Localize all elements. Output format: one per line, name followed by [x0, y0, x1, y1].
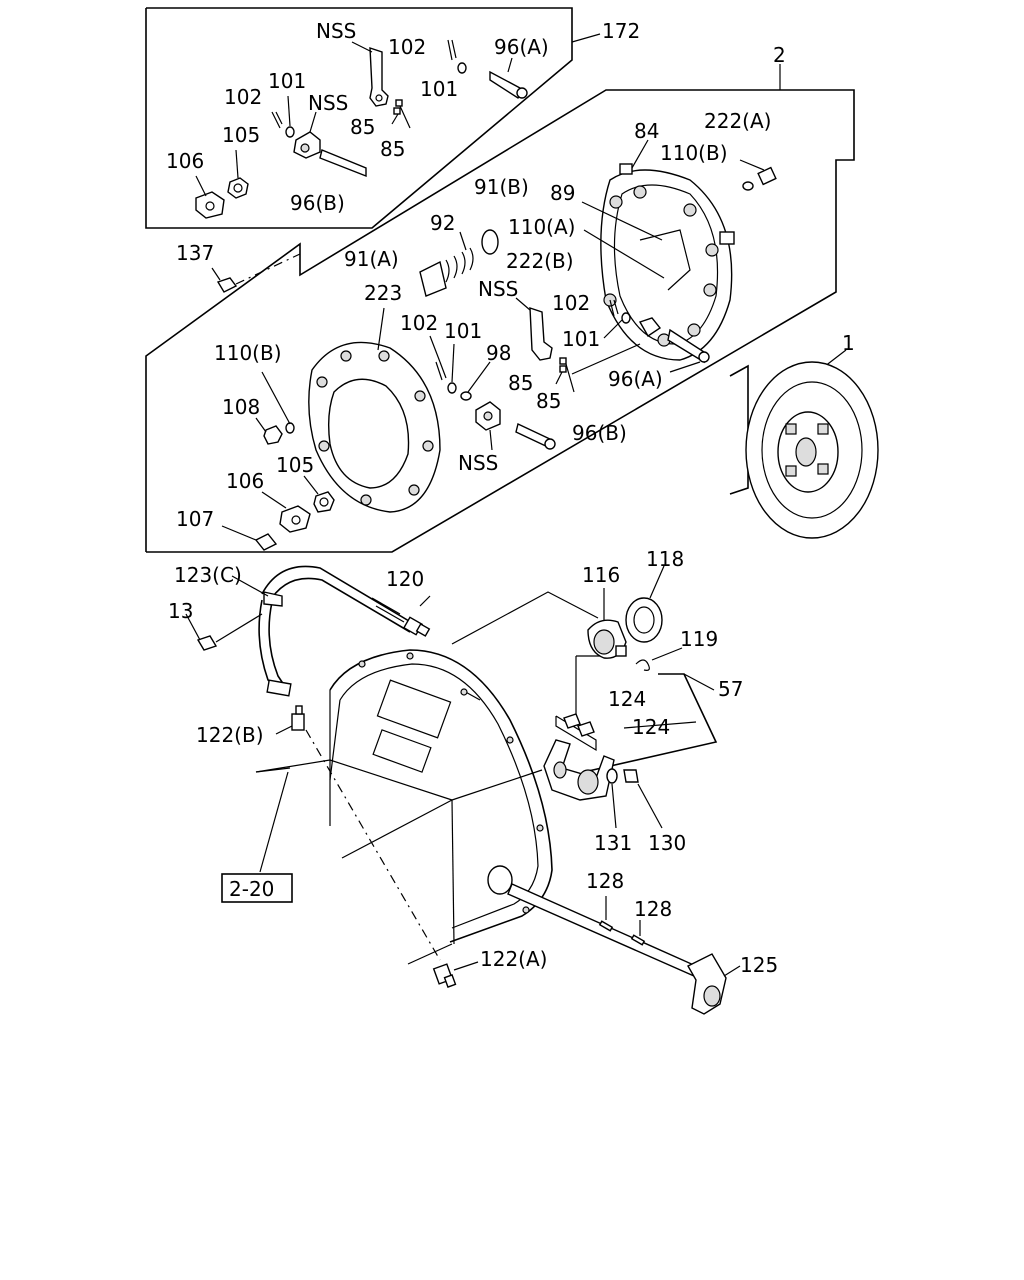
label-102-c: 102 [400, 311, 438, 335]
flywheel-223-illustration [308, 307, 441, 513]
label-118: 118 [646, 547, 684, 571]
pin-96a-top-illustration [489, 57, 528, 99]
bolt-130-washer-131-illustration [606, 768, 663, 829]
ref-box-2-20 [221, 873, 293, 903]
label-106-b: 106 [226, 469, 264, 493]
label-122a: 122(A) [480, 947, 547, 971]
label-91a: 91(A) [344, 247, 399, 271]
label-98: 98 [486, 341, 511, 365]
label-96a-b: 96(A) [608, 367, 663, 391]
keys-128-illustration [598, 896, 646, 946]
release-lever-top-illustration [351, 41, 389, 107]
label-137: 137 [176, 241, 214, 265]
label-85-c: 85 [508, 371, 533, 395]
eyebolt-top-illustration [293, 111, 367, 178]
spring-92-illustration [419, 229, 499, 297]
label-108: 108 [222, 395, 260, 419]
label-125: 125 [740, 953, 778, 977]
small-parts-top-illustration [271, 39, 467, 138]
group-57-frame [583, 673, 718, 773]
label-1: 1 [842, 331, 855, 355]
release-shaft-125-illustration [507, 883, 741, 1015]
label-105-b: 105 [276, 453, 314, 477]
clutch-housing-illustration [255, 649, 553, 965]
release-bearing-116-illustration [451, 588, 627, 659]
seat-106-top-illustration [195, 175, 225, 219]
clutch-disc-illustration [745, 361, 879, 539]
label-128-b: 128 [634, 897, 672, 921]
label-124-a: 124 [608, 687, 646, 711]
label-96b-b: 96(B) [572, 421, 627, 445]
label-119: 119 [680, 627, 718, 651]
label-101-c: 101 [444, 319, 482, 343]
label-102-a: 102 [388, 35, 426, 59]
label-96a-a: 96(A) [494, 35, 549, 59]
label-124-b: 124 [632, 715, 670, 739]
label-222a: 222(A) [704, 109, 771, 133]
label-110b-a: 110(B) [660, 141, 728, 165]
label-85-b: 85 [380, 137, 405, 161]
label-ref-2-20: 2-20 [229, 877, 274, 901]
label-122b: 122(B) [196, 723, 264, 747]
label-96b-a: 96(B) [290, 191, 345, 215]
spring-119-illustration [635, 647, 683, 671]
label-107: 107 [176, 507, 214, 531]
label-92: 92 [430, 211, 455, 235]
bearing-118-illustration [625, 565, 665, 643]
hose-120-illustration [231, 565, 431, 697]
label-110a: 110(A) [508, 215, 575, 239]
bleeder-122a-illustration [432, 961, 479, 988]
label-105-a: 105 [222, 123, 260, 147]
label-101-d: 101 [562, 327, 600, 351]
bolt-137-illustration [211, 253, 301, 293]
group-2-frame [145, 64, 855, 553]
lever-right-illustration [571, 299, 710, 375]
bleeder-122b-illustration [275, 705, 305, 735]
label-110b-b: 110(B) [214, 341, 282, 365]
label-84: 84 [634, 119, 659, 143]
label-89: 89 [550, 181, 575, 205]
nut-105-top-illustration [227, 149, 249, 199]
label-106-a: 106 [166, 149, 204, 173]
label-222b: 222(B) [506, 249, 574, 273]
label-223: 223 [364, 281, 402, 305]
lever-center-illustration [515, 297, 575, 393]
label-nss-c: NSS [478, 277, 518, 301]
group-172-frame [145, 7, 601, 229]
label-123c: 123(C) [174, 563, 242, 587]
label-172: 172 [602, 19, 640, 43]
label-91b: 91(B) [474, 175, 529, 199]
eyebolt-center-illustration [429, 335, 556, 451]
label-85-d: 85 [536, 389, 561, 413]
label-102-b: 102 [224, 85, 262, 109]
label-130: 130 [648, 831, 686, 855]
clutch-cover-illustration [581, 139, 735, 361]
label-nss-b: NSS [308, 91, 348, 115]
bolt-13-illustration [185, 613, 263, 651]
label-116: 116 [582, 563, 620, 587]
label-131: 131 [594, 831, 632, 855]
label-101-a: 101 [420, 77, 458, 101]
slave-cylinder-57-illustration [543, 655, 615, 801]
nuts-lower-left-illustration [221, 371, 335, 551]
label-nss-d: NSS [458, 451, 498, 475]
label-nss-a: NSS [316, 19, 356, 43]
label-2: 2 [773, 43, 786, 67]
callout-labels: 172 2 1 57 NSS NSS NSS NSS 102 102 102 1… [166, 19, 855, 977]
label-120: 120 [386, 567, 424, 591]
label-102-d: 102 [552, 291, 590, 315]
label-13: 13 [168, 599, 193, 623]
bolt-222a-illustration [739, 159, 777, 191]
label-85-a: 85 [350, 115, 375, 139]
label-128-a: 128 [586, 869, 624, 893]
label-57: 57 [718, 677, 743, 701]
label-101-b: 101 [268, 69, 306, 93]
